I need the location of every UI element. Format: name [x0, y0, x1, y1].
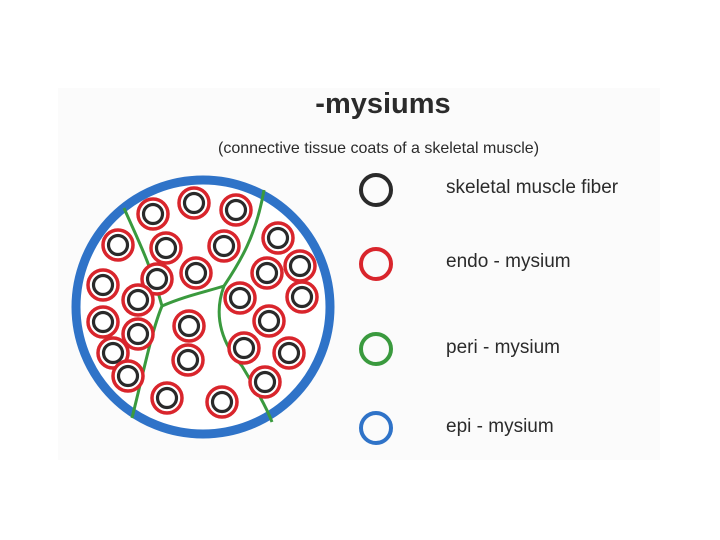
muscle-fiber: [288, 254, 312, 278]
muscle-fiber: [177, 314, 201, 338]
red-ring-icon: [359, 247, 393, 281]
page-title: -mysiums: [315, 88, 451, 120]
legend-label-perimysium: peri - mysium: [446, 337, 561, 358]
muscle-fiber: [290, 285, 314, 309]
muscle-fiber: [91, 310, 115, 334]
muscle-fiber: [145, 267, 169, 291]
perimysium-boundary: [161, 284, 225, 308]
muscle-fiber: [106, 233, 130, 257]
muscle-fiber: [212, 234, 236, 258]
legend-label-epimysium: epi - mysium: [446, 416, 554, 437]
muscle-fiber: [255, 261, 279, 285]
muscle-fiber: [257, 309, 281, 333]
blue-ring-icon: [359, 411, 393, 445]
muscle-fiber: [266, 226, 290, 250]
muscle-fiber: [101, 341, 125, 365]
muscle-fiber: [141, 202, 165, 226]
muscle-fiber: [126, 288, 150, 312]
legend-icons: [359, 173, 393, 445]
muscle-fiber: [176, 348, 200, 372]
muscle-fiber: [184, 261, 208, 285]
page-subtitle: (connective tissue coats of a skeletal m…: [218, 140, 540, 157]
muscle-fiber: [210, 390, 234, 414]
muscle-fiber: [154, 236, 178, 260]
muscle-fiber: [224, 198, 248, 222]
green-ring-icon: [359, 332, 393, 366]
muscle-fiber: [228, 286, 252, 310]
muscle-fiber: [155, 386, 179, 410]
legend-label-endomysium: endo - mysium: [446, 251, 571, 272]
muscle-fiber: [182, 191, 206, 215]
fiber-group: [86, 186, 319, 419]
black-ring-icon: [359, 173, 393, 207]
muscle-fiber: [91, 273, 115, 297]
muscle-fiber: [232, 336, 256, 360]
muscle-fiber: [253, 370, 277, 394]
muscle-fiber: [277, 341, 301, 365]
muscle-fiber: [116, 364, 140, 388]
legend-label-fiber: skeletal muscle fiber: [446, 177, 619, 198]
muscle-fiber: [126, 322, 150, 346]
